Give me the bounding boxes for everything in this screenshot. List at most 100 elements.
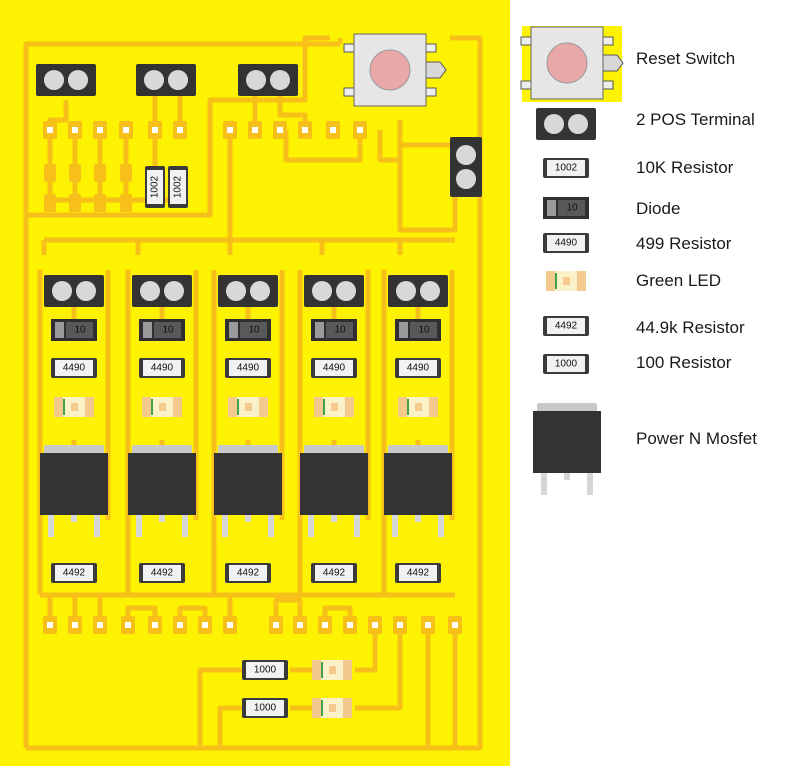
resistor-icon-499-label: 4490 xyxy=(555,238,578,249)
channel-mosfet-3 xyxy=(214,445,282,537)
channel-led-4 xyxy=(314,397,354,417)
mosfet-icon xyxy=(533,403,601,495)
bottom-pad-5 xyxy=(148,616,162,634)
legend-label-green-led: Green LED xyxy=(636,271,722,290)
channel-diode-2: 10 xyxy=(139,319,185,341)
channel-mosfet-4 xyxy=(300,445,368,537)
upper-pad-11 xyxy=(326,121,340,139)
upper-mid-pad-2 xyxy=(69,164,81,182)
channel-diode-4-label: 10 xyxy=(334,325,346,336)
resistor-icon-100: 1000 xyxy=(543,354,589,374)
bottom-pad-3 xyxy=(93,616,107,634)
channel-led-resistor-5-label: 4490 xyxy=(407,363,430,374)
legend-label-499-resistor: 499 Resistor xyxy=(636,234,732,253)
indicator-resistor-1: 1000 xyxy=(242,660,288,680)
bottom-pad-11 xyxy=(318,616,332,634)
channel-led-resistor-2-label: 4490 xyxy=(151,363,174,374)
channel-led-5 xyxy=(398,397,438,417)
legend-label-reset-switch: Reset Switch xyxy=(636,49,736,68)
channel-mosfet-resistor-3-label: 4492 xyxy=(237,568,260,579)
upper-pad-3 xyxy=(93,121,107,139)
upper-pad-10 xyxy=(298,121,312,139)
indicator-led-1 xyxy=(312,660,352,680)
legend-label-diode: Diode xyxy=(636,199,681,218)
indicator-resistor-2: 1000 xyxy=(242,698,288,718)
upper-pad-2 xyxy=(68,121,82,139)
diode-icon: 10 xyxy=(543,197,589,219)
resistor-icon-44-9k-label: 4492 xyxy=(555,321,578,332)
pullup-resistor-1-label: 1002 xyxy=(150,175,161,198)
upper-low-pad-2 xyxy=(69,194,81,212)
resistor-icon-100-label: 1000 xyxy=(555,359,578,370)
resistor-icon-44-9k: 4492 xyxy=(543,316,589,336)
upper-pad-4 xyxy=(119,121,133,139)
pcb-layout: 1002 1002 10 4490 4492 10 4490 4492 10 4490 4492 10… xyxy=(23,33,483,751)
channel-terminal-1 xyxy=(44,275,104,307)
diode-icon-label: 10 xyxy=(566,203,578,214)
upper-pad-5 xyxy=(148,121,162,139)
pullup-resistor-1: 1002 xyxy=(145,166,165,208)
channel-led-3 xyxy=(228,397,268,417)
channel-led-2 xyxy=(142,397,182,417)
bottom-pad-8 xyxy=(223,616,237,634)
upper-pad-9 xyxy=(273,121,287,139)
channel-led-resistor-3-label: 4490 xyxy=(237,363,260,374)
indicator-resistor-2-label: 1000 xyxy=(254,703,277,714)
terminal-power-1 xyxy=(36,64,96,96)
channel-terminal-5 xyxy=(388,275,448,307)
upper-pad-8 xyxy=(248,121,262,139)
channel-mosfet-resistor-1-label: 4492 xyxy=(63,568,86,579)
resistor-icon-10k: 1002 xyxy=(543,158,589,178)
channel-led-resistor-4-label: 4490 xyxy=(323,363,346,374)
upper-mid-pad-4 xyxy=(120,164,132,182)
channel-diode-3-label: 10 xyxy=(248,325,260,336)
bottom-pad-16 xyxy=(448,616,462,634)
upper-pad-1 xyxy=(43,121,57,139)
channel-led-resistor-1-label: 4490 xyxy=(63,363,86,374)
terminal-side xyxy=(450,137,482,197)
component-legend: 1002 10 4490 4492 1000 Reset Switch 2 POS Te… xyxy=(510,0,800,766)
led-icon xyxy=(546,271,586,291)
channel-mosfet-resistor-2: 4492 xyxy=(139,563,185,583)
legend-label-terminal: 2 POS Terminal xyxy=(636,110,755,129)
legend-label-power-mosfet: Power N Mosfet xyxy=(636,429,757,448)
resistor-icon-499: 4490 xyxy=(543,233,589,253)
reset-switch xyxy=(343,33,447,107)
channel-diode-2-label: 10 xyxy=(162,325,174,336)
terminal-power-3 xyxy=(238,64,298,96)
bottom-pad-2 xyxy=(68,616,82,634)
bottom-pad-7 xyxy=(198,616,212,634)
channel-mosfet-resistor-2-label: 4492 xyxy=(151,568,174,579)
bottom-pad-10 xyxy=(293,616,307,634)
resistor-icon-10k-label: 1002 xyxy=(555,163,578,174)
legend-label-44-9k-resistor: 44.9k Resistor xyxy=(636,318,745,337)
channel-mosfet-resistor-4-label: 4492 xyxy=(323,568,346,579)
legend-label-100-resistor: 100 Resistor xyxy=(636,353,732,372)
legend-icons: 1002 10 4490 4492 1000 xyxy=(520,26,624,495)
channel-mosfet-resistor-3: 4492 xyxy=(225,563,271,583)
terminal-power-2 xyxy=(136,64,196,96)
channel-terminal-4 xyxy=(304,275,364,307)
pullup-resistor-2-label: 1002 xyxy=(173,175,184,198)
upper-low-pad-3 xyxy=(94,194,106,212)
indicator-resistor-1-label: 1000 xyxy=(254,665,277,676)
legend-label-10k-resistor: 10K Resistor xyxy=(636,158,734,177)
upper-low-pad-4 xyxy=(120,194,132,212)
channel-diode-1-label: 10 xyxy=(74,325,86,336)
channel-mosfet-resistor-1: 4492 xyxy=(51,563,97,583)
bottom-pad-12 xyxy=(343,616,357,634)
channel-diode-3: 10 xyxy=(225,319,271,341)
pcb-traces xyxy=(23,35,483,751)
terminal-icon xyxy=(536,108,596,140)
upper-mid-pad-3 xyxy=(94,164,106,182)
channel-mosfet-resistor-5: 4492 xyxy=(395,563,441,583)
bottom-pad-9 xyxy=(269,616,283,634)
channel-led-resistor-5: 4490 xyxy=(395,358,441,378)
bottom-pad-1 xyxy=(43,616,57,634)
upper-pad-7 xyxy=(223,121,237,139)
channel-mosfet-resistor-4: 4492 xyxy=(311,563,357,583)
upper-mid-pad-1 xyxy=(44,164,56,182)
bottom-pad-14 xyxy=(393,616,407,634)
upper-pad-12 xyxy=(353,121,367,139)
upper-low-pad-1 xyxy=(44,194,56,212)
